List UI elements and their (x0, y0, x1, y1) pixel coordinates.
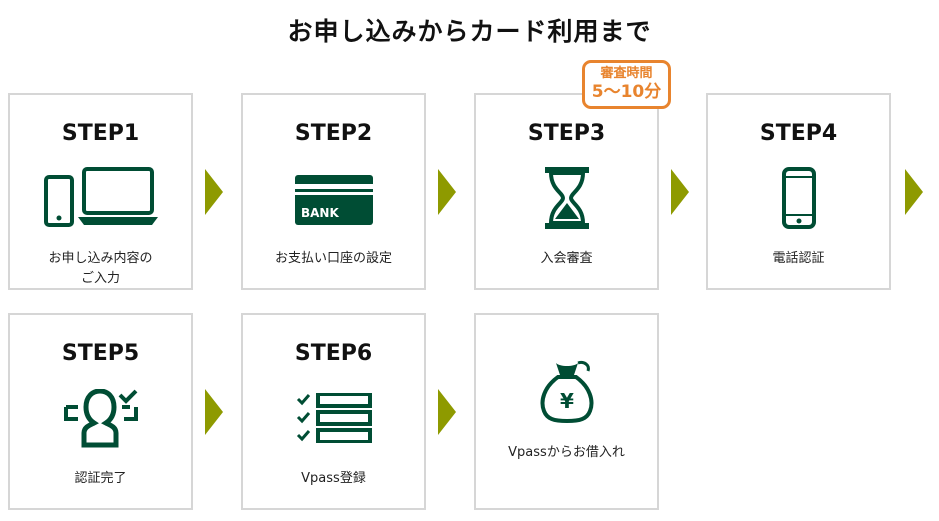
step-desc-line1: Vpassからお借入れ (508, 445, 625, 460)
step-desc-line2: ご入力 (80, 271, 120, 286)
step-desc-line1: 電話認証 (772, 251, 825, 266)
step-desc-line1: お申し込み内容の (48, 251, 153, 266)
step-label: STEP5 (61, 341, 140, 366)
step-label: STEP2 (294, 121, 373, 146)
step-label: STEP6 (294, 341, 373, 366)
step-desc-line1: Vpass登録 (301, 471, 366, 486)
step-card-4: STEP4 電話認証 (706, 93, 891, 290)
badge-value: 5～10分 (591, 82, 662, 102)
bank-card-icon: BANK (243, 175, 424, 229)
step-card-final: ¥ Vpassからお借入れ (474, 313, 659, 510)
step-label: STEP3 (527, 121, 606, 146)
hourglass-icon (476, 167, 657, 233)
verified-user-icon (10, 389, 191, 453)
step-label: STEP4 (759, 121, 838, 146)
arrow-right-icon (671, 169, 689, 215)
arrow-right-icon (438, 169, 456, 215)
step-desc-line1: 入会審査 (540, 251, 593, 266)
checklist-icon (243, 393, 424, 447)
review-time-badge: 審査時間 5～10分 (582, 60, 671, 109)
arrow-right-icon (905, 169, 923, 215)
badge-label: 審査時間 (600, 66, 653, 81)
step-card-1: STEP1 お申し込み内容の ご入力 (8, 93, 193, 290)
step-label: STEP1 (61, 121, 140, 146)
step-card-6: STEP6 Vpass登録 (241, 313, 426, 510)
money-bag-icon: ¥ (476, 359, 657, 429)
smartphone-icon (708, 167, 889, 233)
step-card-2: STEP2 BANK お支払い口座の設定 (241, 93, 426, 290)
step-desc-line1: お支払い口座の設定 (274, 251, 392, 266)
arrow-right-icon (205, 169, 223, 215)
page-title: お申し込みからカード利用まで (287, 17, 652, 46)
step-card-5: STEP5 認証完了 (8, 313, 193, 510)
step-desc-line1: 認証完了 (74, 471, 127, 486)
yen-symbol: ¥ (560, 389, 574, 413)
devices-icon (10, 167, 191, 233)
arrow-right-icon (438, 389, 456, 435)
step-card-3: STEP3 入会審査 (474, 93, 659, 290)
arrow-right-icon (205, 389, 223, 435)
bank-card-text: BANK (301, 206, 339, 220)
